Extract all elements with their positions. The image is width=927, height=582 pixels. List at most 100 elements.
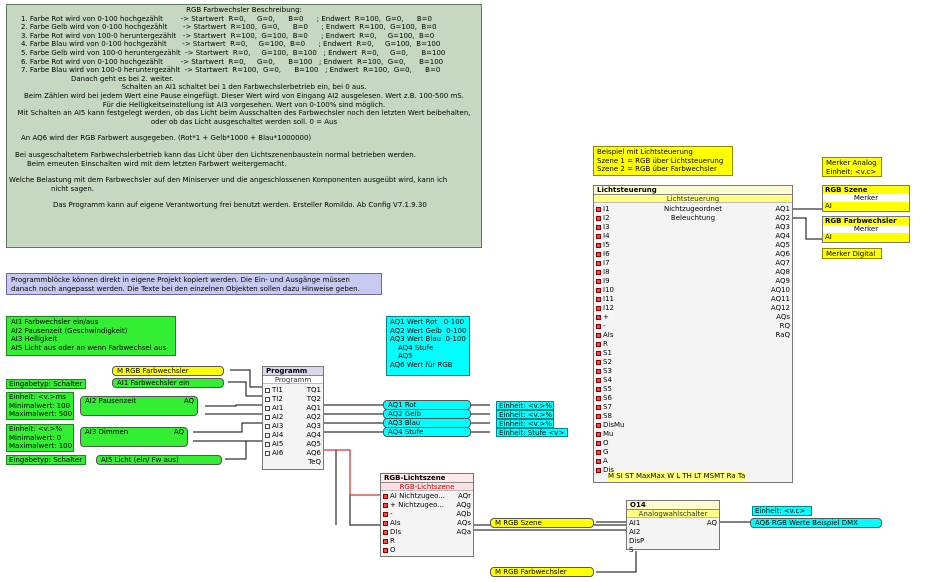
pin-icon[interactable]: [383, 493, 388, 499]
pin-icon[interactable]: [596, 458, 601, 464]
lichtsteuerung-input-pin[interactable]: I1: [596, 205, 624, 214]
pin-icon[interactable]: [596, 395, 601, 401]
pin-icon[interactable]: [383, 502, 388, 508]
lichtsteuerung-input-pin[interactable]: S8: [596, 412, 624, 421]
pin-icon[interactable]: [596, 431, 601, 437]
aq6-output[interactable]: AQ6 RGB Werte Beispiel DMX: [750, 518, 882, 528]
pin-icon[interactable]: [596, 440, 601, 446]
lichtsteuerung-input-pin[interactable]: S4: [596, 376, 624, 385]
lichtsteuerung-input-pin[interactable]: I2: [596, 214, 624, 223]
pin-icon[interactable]: [265, 432, 270, 438]
pin-icon[interactable]: [383, 511, 388, 517]
lichtsteuerung-input-pin[interactable]: I12: [596, 304, 624, 313]
lichtsteuerung-input-pin[interactable]: S6: [596, 394, 624, 403]
lichtsteuerung-input-pin[interactable]: S5: [596, 385, 624, 394]
lichtsteuerung-input-pin[interactable]: A: [596, 457, 624, 466]
pin-icon[interactable]: [265, 423, 270, 429]
ai2-input[interactable]: AI2 Pausenzeit AQ: [80, 396, 198, 416]
pin-icon[interactable]: [596, 449, 601, 455]
lichtsteuerung-output-pin[interactable]: AQ3: [771, 223, 790, 232]
lichtsteuerung-output-pin[interactable]: AQ10: [771, 286, 790, 295]
pin-icon[interactable]: [596, 422, 601, 428]
pin-icon[interactable]: [596, 260, 601, 266]
lichtsteuerung-input-pin[interactable]: S7: [596, 403, 624, 412]
lichtsteuerung-output-pin[interactable]: RaQ: [771, 331, 790, 340]
lichtsteuerung-input-pin[interactable]: -: [596, 322, 624, 331]
pin-icon[interactable]: [596, 251, 601, 257]
pin-icon[interactable]: [265, 387, 270, 393]
pin-icon[interactable]: [265, 441, 270, 447]
lichtsteuerung-input-pin[interactable]: Dis: [596, 466, 624, 475]
pin-icon[interactable]: [265, 405, 270, 411]
pin-icon[interactable]: [596, 404, 601, 410]
lichtsteuerung-output-pin[interactable]: AQ2: [771, 214, 790, 223]
lichtsteuerung-input-pin[interactable]: O: [596, 439, 624, 448]
lichtsteuerung-output-pin[interactable]: AQ12: [771, 304, 790, 313]
rgb-szene-memory[interactable]: M RGB Szene: [490, 518, 594, 528]
lichtsteuerung-input-pin[interactable]: S2: [596, 358, 624, 367]
pin-icon[interactable]: [596, 350, 601, 356]
lichtsteuerung-input-pin[interactable]: I10: [596, 286, 624, 295]
lichtsteuerung-input-pin[interactable]: I7: [596, 259, 624, 268]
merker-rgb-farbwechsler[interactable]: RGB Farbwechsler Merker AI: [822, 216, 910, 243]
pin-icon[interactable]: [596, 206, 601, 212]
pin-icon[interactable]: [383, 529, 388, 535]
pin-icon[interactable]: [596, 278, 601, 284]
lichtsteuerung-output-pin[interactable]: AQ1: [771, 205, 790, 214]
pin-icon[interactable]: [596, 332, 601, 338]
lichtsteuerung-input-pin[interactable]: I3: [596, 223, 624, 232]
lichtsteuerung-input-pin[interactable]: S3: [596, 367, 624, 376]
pin-icon[interactable]: [596, 368, 601, 374]
pin-icon[interactable]: [596, 386, 601, 392]
pin-icon[interactable]: [265, 396, 270, 402]
lichtsteuerung-input-pin[interactable]: I9: [596, 277, 624, 286]
programm-block[interactable]: Programm Programm TI1 TI2 AI1 AI2 AI3 AI…: [262, 366, 324, 470]
lichtsteuerung-input-pin[interactable]: S1: [596, 349, 624, 358]
lichtsteuerung-input-pin[interactable]: I8: [596, 268, 624, 277]
lichtsteuerung-input-pin[interactable]: I5: [596, 241, 624, 250]
pin-icon[interactable]: [596, 224, 601, 230]
lichtsteuerung-input-pin[interactable]: I4: [596, 232, 624, 241]
analogwahlschalter-block[interactable]: O14 Analogwahlschalter AI1 AI2 DisP S AQ: [626, 500, 720, 554]
lichtsteuerung-output-pin[interactable]: AQ7: [771, 259, 790, 268]
lichtsteuerung-output-pin[interactable]: AQ5: [771, 241, 790, 250]
merker-rgb-szene[interactable]: RGB Szene Merker AI: [822, 185, 910, 212]
lichtsteuerung-input-pin[interactable]: AIs: [596, 331, 624, 340]
lichtsteuerung-output-pin[interactable]: AQ9: [771, 277, 790, 286]
lichtsteuerung-input-pin[interactable]: G: [596, 448, 624, 457]
pin-icon[interactable]: [383, 538, 388, 544]
lichtsteuerung-block[interactable]: Lichtsteuerung Lichtsteuerung Nichtzugeo…: [593, 185, 793, 483]
lichtsteuerung-input-pin[interactable]: Mu: [596, 430, 624, 439]
lichtsteuerung-input-pin[interactable]: +: [596, 313, 624, 322]
rgb-farbwechsler-memory-bottom[interactable]: M RGB Farbwechsler: [490, 567, 594, 577]
lichtsteuerung-output-pin[interactable]: AQ6: [771, 250, 790, 259]
pin-icon[interactable]: [596, 467, 601, 473]
pin-icon[interactable]: [596, 296, 601, 302]
lichtsteuerung-input-pin[interactable]: R: [596, 340, 624, 349]
rgb-lichtszene-block[interactable]: RGB-Lichtszene RGB-Lichtszene AI Nichtzu…: [380, 473, 474, 557]
pin-icon[interactable]: [596, 341, 601, 347]
ai5-input[interactable]: AI5 Licht (ein/ Fw aus): [96, 455, 222, 465]
pin-icon[interactable]: [596, 359, 601, 365]
lichtsteuerung-input-pin[interactable]: I11: [596, 295, 624, 304]
pin-icon[interactable]: [596, 215, 601, 221]
pin-icon[interactable]: [265, 414, 270, 420]
lichtsteuerung-input-pin[interactable]: I6: [596, 250, 624, 259]
pin-icon[interactable]: [596, 242, 601, 248]
ai1-input[interactable]: AI1 Farbwechsler ein: [112, 378, 224, 388]
pin-icon[interactable]: [596, 269, 601, 275]
pin-icon[interactable]: [596, 377, 601, 383]
pin-icon[interactable]: [596, 413, 601, 419]
pin-icon[interactable]: [596, 305, 601, 311]
pin-icon[interactable]: [596, 287, 601, 293]
lichtsteuerung-output-pin[interactable]: AQ4: [771, 232, 790, 241]
lichtsteuerung-output-pin[interactable]: RQ: [771, 322, 790, 331]
ai3-input[interactable]: AI3 Dimmen AQ: [80, 427, 188, 447]
pin-icon[interactable]: [596, 323, 601, 329]
pin-icon[interactable]: [265, 450, 270, 456]
lichtsteuerung-output-pin[interactable]: AQs: [771, 313, 790, 322]
pin-icon[interactable]: [596, 233, 601, 239]
lichtsteuerung-input-pin[interactable]: DisMu: [596, 421, 624, 430]
rgb-farbwechsler-memory[interactable]: M RGB Farbwechsler: [112, 366, 224, 376]
pin-icon[interactable]: [383, 547, 388, 553]
